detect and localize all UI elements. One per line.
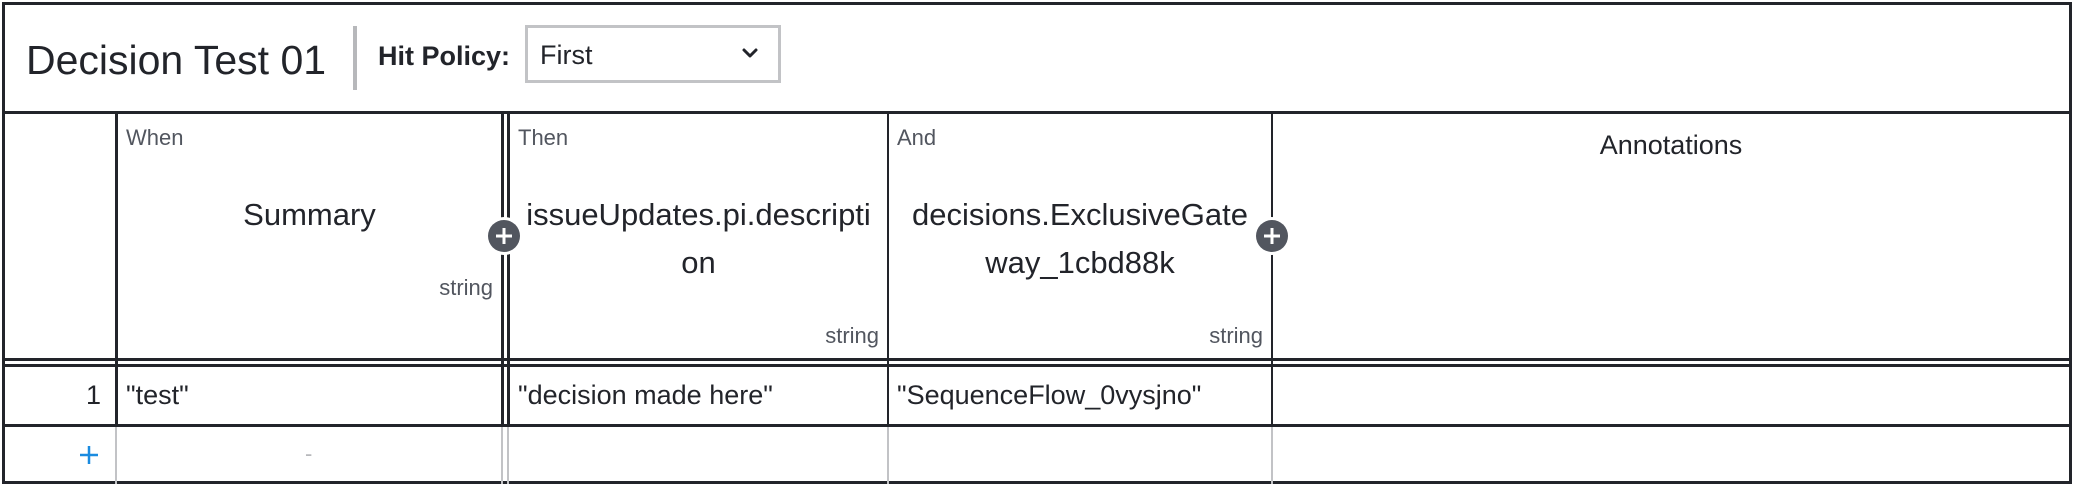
table-row: 1 "test" "decision made here" "SequenceF… [5, 367, 2069, 424]
annotations-header: Annotations [1599, 130, 1743, 160]
clause-label: And [897, 125, 937, 150]
plus-circle-icon [496, 228, 512, 244]
plus-circle-icon [1264, 228, 1280, 244]
addrow-divider [501, 427, 503, 484]
row-index: 1 [85, 380, 101, 410]
input-column-header[interactable]: When Summary string [118, 111, 501, 358]
clause-label: When [126, 125, 184, 150]
add-output-column-button[interactable] [1256, 220, 1288, 252]
column-divider-input-output-b [507, 111, 510, 427]
clause-label: Then [518, 125, 569, 150]
column-divider-input-output-a [501, 111, 504, 427]
addrow-divider [115, 427, 117, 484]
output-expression[interactable]: decisions.ExclusiveGateway_1cbd88k [912, 197, 1248, 280]
add-rule-row[interactable]: - [5, 427, 2069, 484]
output-column-header[interactable]: Then issueUpdates.pi.description string [510, 111, 887, 358]
hit-policy-select[interactable]: First [525, 25, 781, 83]
column-divider-output [887, 111, 889, 427]
header-row-divider-bottom [5, 364, 2069, 367]
row-divider [5, 424, 2069, 427]
input-entry-cell[interactable]: "test" [126, 380, 189, 410]
addrow-divider [1271, 427, 1273, 484]
header-row-divider-top [5, 358, 2069, 361]
decision-table-header: Decision Test 01 Hit Policy: First [5, 5, 2069, 114]
output-column-header[interactable]: And decisions.ExclusiveGateway_1cbd88k s… [889, 111, 1271, 358]
chevron-down-icon [742, 48, 758, 58]
column-divider-index [115, 111, 118, 427]
addrow-divider [507, 427, 509, 484]
output-entry-cell[interactable]: "SequenceFlow_0vysjno" [897, 380, 1202, 410]
placeholder-dash: - [305, 441, 313, 466]
input-expression[interactable]: Summary [243, 197, 376, 232]
decision-name[interactable]: Decision Test 01 [26, 37, 327, 83]
output-expression[interactable]: issueUpdates.pi.description [526, 197, 871, 280]
output-type-ref[interactable]: string [825, 323, 879, 348]
hit-policy-value: First [540, 40, 593, 70]
addrow-divider [887, 427, 889, 484]
hit-policy-label: Hit Policy: [378, 41, 511, 71]
header-separator [353, 26, 357, 90]
annotations-column-header: Annotations [1273, 111, 2069, 358]
output-type-ref[interactable]: string [1209, 323, 1263, 348]
output-entry-cell[interactable]: "decision made here" [518, 380, 773, 410]
plus-icon[interactable] [79, 445, 99, 465]
input-type-ref[interactable]: string [439, 275, 493, 300]
add-input-column-button[interactable] [488, 220, 520, 252]
column-divider-annotations [1271, 111, 1273, 427]
